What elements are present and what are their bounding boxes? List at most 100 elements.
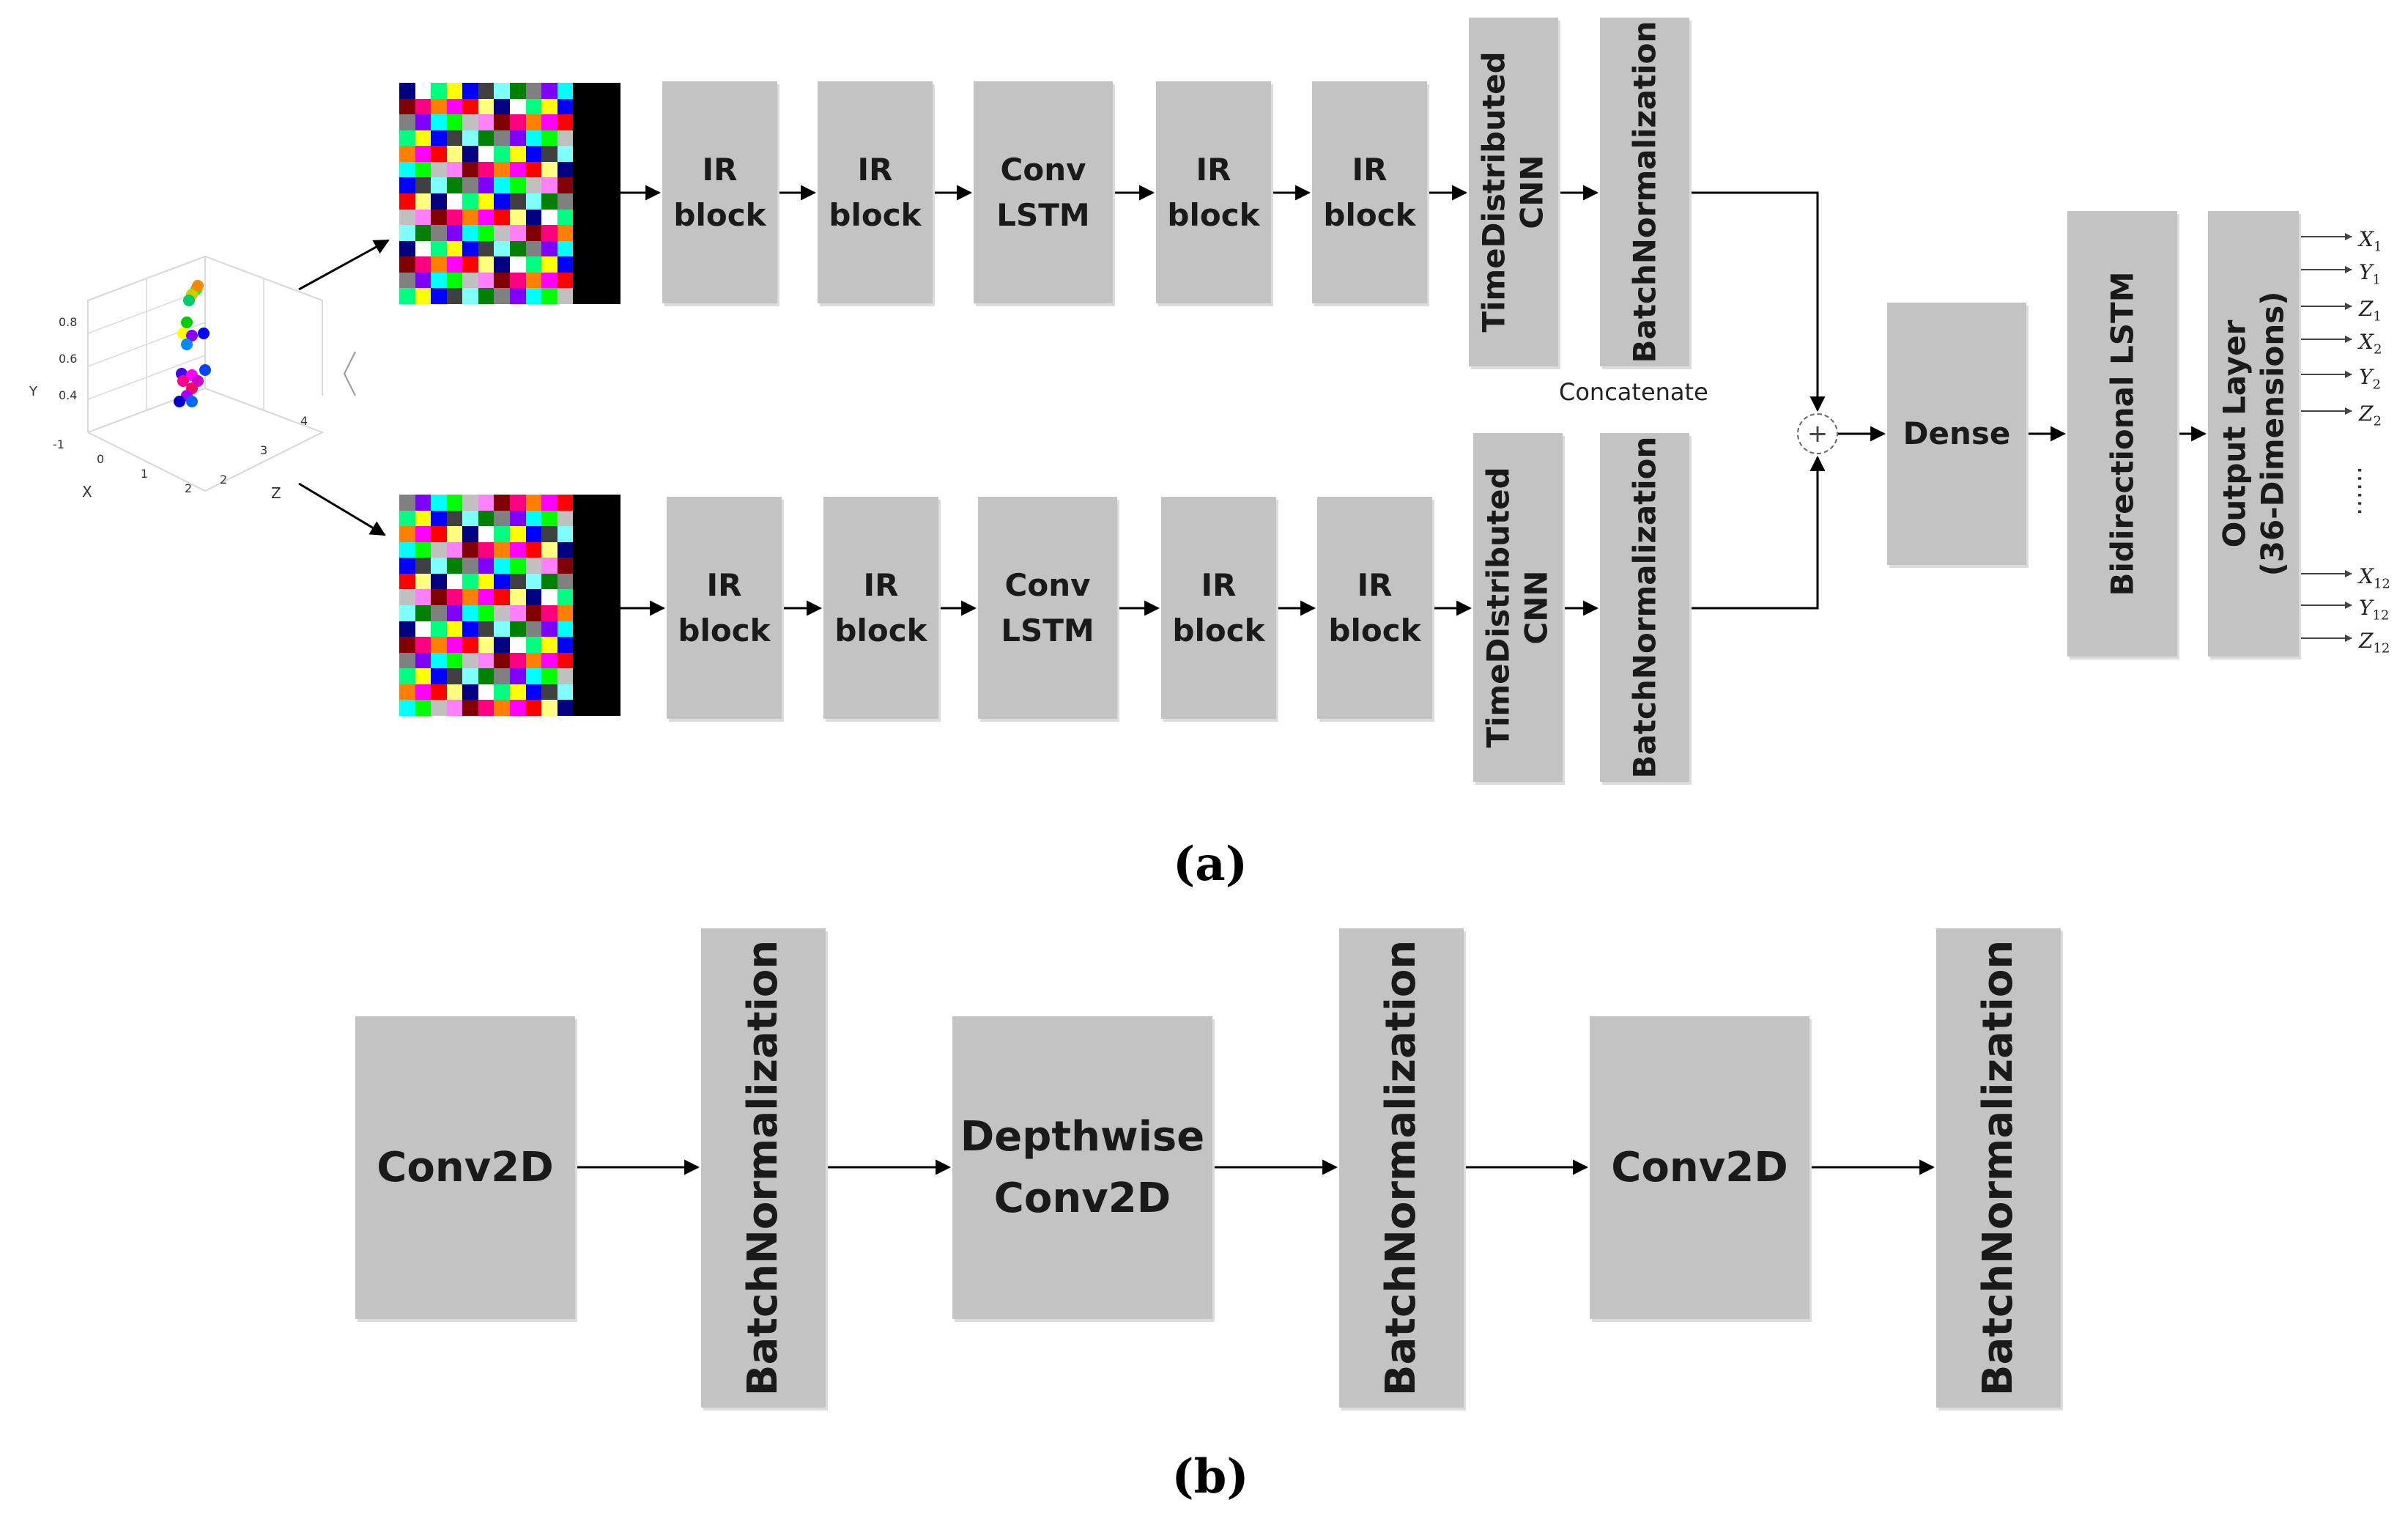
mosaic-cell <box>525 573 542 590</box>
output-label: Y1 <box>2359 260 2381 288</box>
mosaic-cell <box>462 98 478 115</box>
scatter-point <box>198 328 210 339</box>
mosaic-cell <box>557 83 574 99</box>
mosaic-cell <box>509 668 526 684</box>
mosaic-cell <box>415 98 431 115</box>
scatter-point <box>177 328 189 339</box>
mosaic-cell <box>399 193 415 210</box>
mosaic-cell <box>446 510 463 527</box>
mosaic-cell <box>446 130 463 147</box>
mosaic-cell <box>462 700 478 716</box>
mosaic-cell <box>509 225 526 241</box>
mosaic-cell <box>541 558 557 574</box>
mosaic-cell <box>415 225 431 241</box>
mosaic-cell <box>604 114 620 130</box>
mosaic-cell <box>431 146 447 162</box>
mosaic-cell <box>557 209 574 226</box>
mosaic-cell <box>604 558 620 574</box>
mosaic-cell <box>462 637 478 653</box>
mosaic-cell <box>604 637 620 653</box>
mosaic-cell <box>415 272 431 289</box>
mosaic-cell <box>525 161 542 178</box>
arrow-connector <box>1689 455 1826 610</box>
mosaic-cell <box>525 272 542 289</box>
mosaic-cell <box>446 668 463 684</box>
mosaic-cell <box>431 652 447 669</box>
mosaic-cell <box>557 193 574 210</box>
mosaic-cell <box>399 209 415 226</box>
mosaic-cell <box>415 240 431 257</box>
output-label: X2 <box>2359 330 2382 358</box>
mosaic-cell <box>399 161 415 178</box>
mosaic-cell <box>509 621 526 637</box>
mosaic-cell <box>557 510 574 527</box>
mosaic-cell <box>494 621 510 637</box>
mosaic-cell <box>541 256 557 273</box>
mosaic-cell <box>478 209 494 226</box>
mosaic-cell <box>588 541 605 558</box>
mosaic-cell <box>588 193 605 210</box>
mosaic-cell <box>494 495 510 511</box>
mosaic-cell <box>588 495 605 511</box>
mosaic-cell <box>573 684 589 700</box>
mosaic-cell <box>573 621 589 637</box>
mosaic-cell <box>557 526 574 542</box>
bottom-timedistributed-cnn: TimeDistributed CNN <box>1473 433 1563 782</box>
mosaic-cell <box>446 589 463 605</box>
scatter-x-label: X <box>82 483 92 500</box>
mosaic-cell <box>446 240 463 257</box>
mosaic-cell <box>431 272 447 289</box>
bottom-ir-block-1: IR block <box>667 497 782 719</box>
mosaic-cell <box>415 558 431 574</box>
mosaic-cell <box>478 161 494 178</box>
mosaic-cell <box>478 510 494 527</box>
mosaic-cell <box>415 146 431 162</box>
mosaic-cell <box>415 604 431 621</box>
scatter-point <box>186 396 198 407</box>
mosaic-cell <box>541 161 557 178</box>
mosaic-cell <box>478 225 494 241</box>
mosaic-cell <box>509 526 526 542</box>
mosaic-cell <box>588 700 605 716</box>
mosaic-cell <box>446 604 463 621</box>
mosaic-cell <box>604 83 620 99</box>
mosaic-cell <box>462 684 478 700</box>
mosaic-cell <box>431 83 447 99</box>
mosaic-cell <box>446 558 463 574</box>
arrow-connector <box>1689 191 1826 413</box>
scatter-point <box>177 375 189 387</box>
mosaic-cell <box>557 146 574 162</box>
mosaic-cell <box>541 637 557 653</box>
mosaic-cell <box>399 589 415 605</box>
scatter-point <box>186 330 198 341</box>
mosaic-cell <box>399 114 415 130</box>
mosaic-cell <box>478 684 494 700</box>
mosaic-cell <box>494 558 510 574</box>
mosaic-cell <box>478 573 494 590</box>
mosaic-cell <box>431 495 447 511</box>
mosaic-cell <box>541 510 557 527</box>
mosaic-cell <box>478 130 494 147</box>
mosaic-cell <box>604 177 620 193</box>
mosaic-cell <box>415 177 431 193</box>
mosaic-cell <box>573 193 589 210</box>
mosaic-cell <box>494 589 510 605</box>
mosaic-cell <box>462 589 478 605</box>
output-label: X12 <box>2359 564 2390 592</box>
scatter-grid-line <box>87 387 325 492</box>
mosaic-cell <box>446 177 463 193</box>
mosaic-cell <box>557 161 574 178</box>
mosaic-cell <box>446 637 463 653</box>
mosaic-cell <box>509 83 526 99</box>
mosaic-cell <box>509 256 526 273</box>
mosaic-cell <box>604 98 620 115</box>
mosaic-cell <box>557 256 574 273</box>
mosaic-cell <box>525 621 542 637</box>
mosaic-cell <box>462 668 478 684</box>
mosaic-cell <box>525 526 542 542</box>
mosaic-cell <box>573 130 589 147</box>
mosaic-cell <box>494 526 510 542</box>
scatter-point <box>181 317 193 328</box>
mosaic-cell <box>557 700 574 716</box>
mosaic-cell <box>399 272 415 289</box>
